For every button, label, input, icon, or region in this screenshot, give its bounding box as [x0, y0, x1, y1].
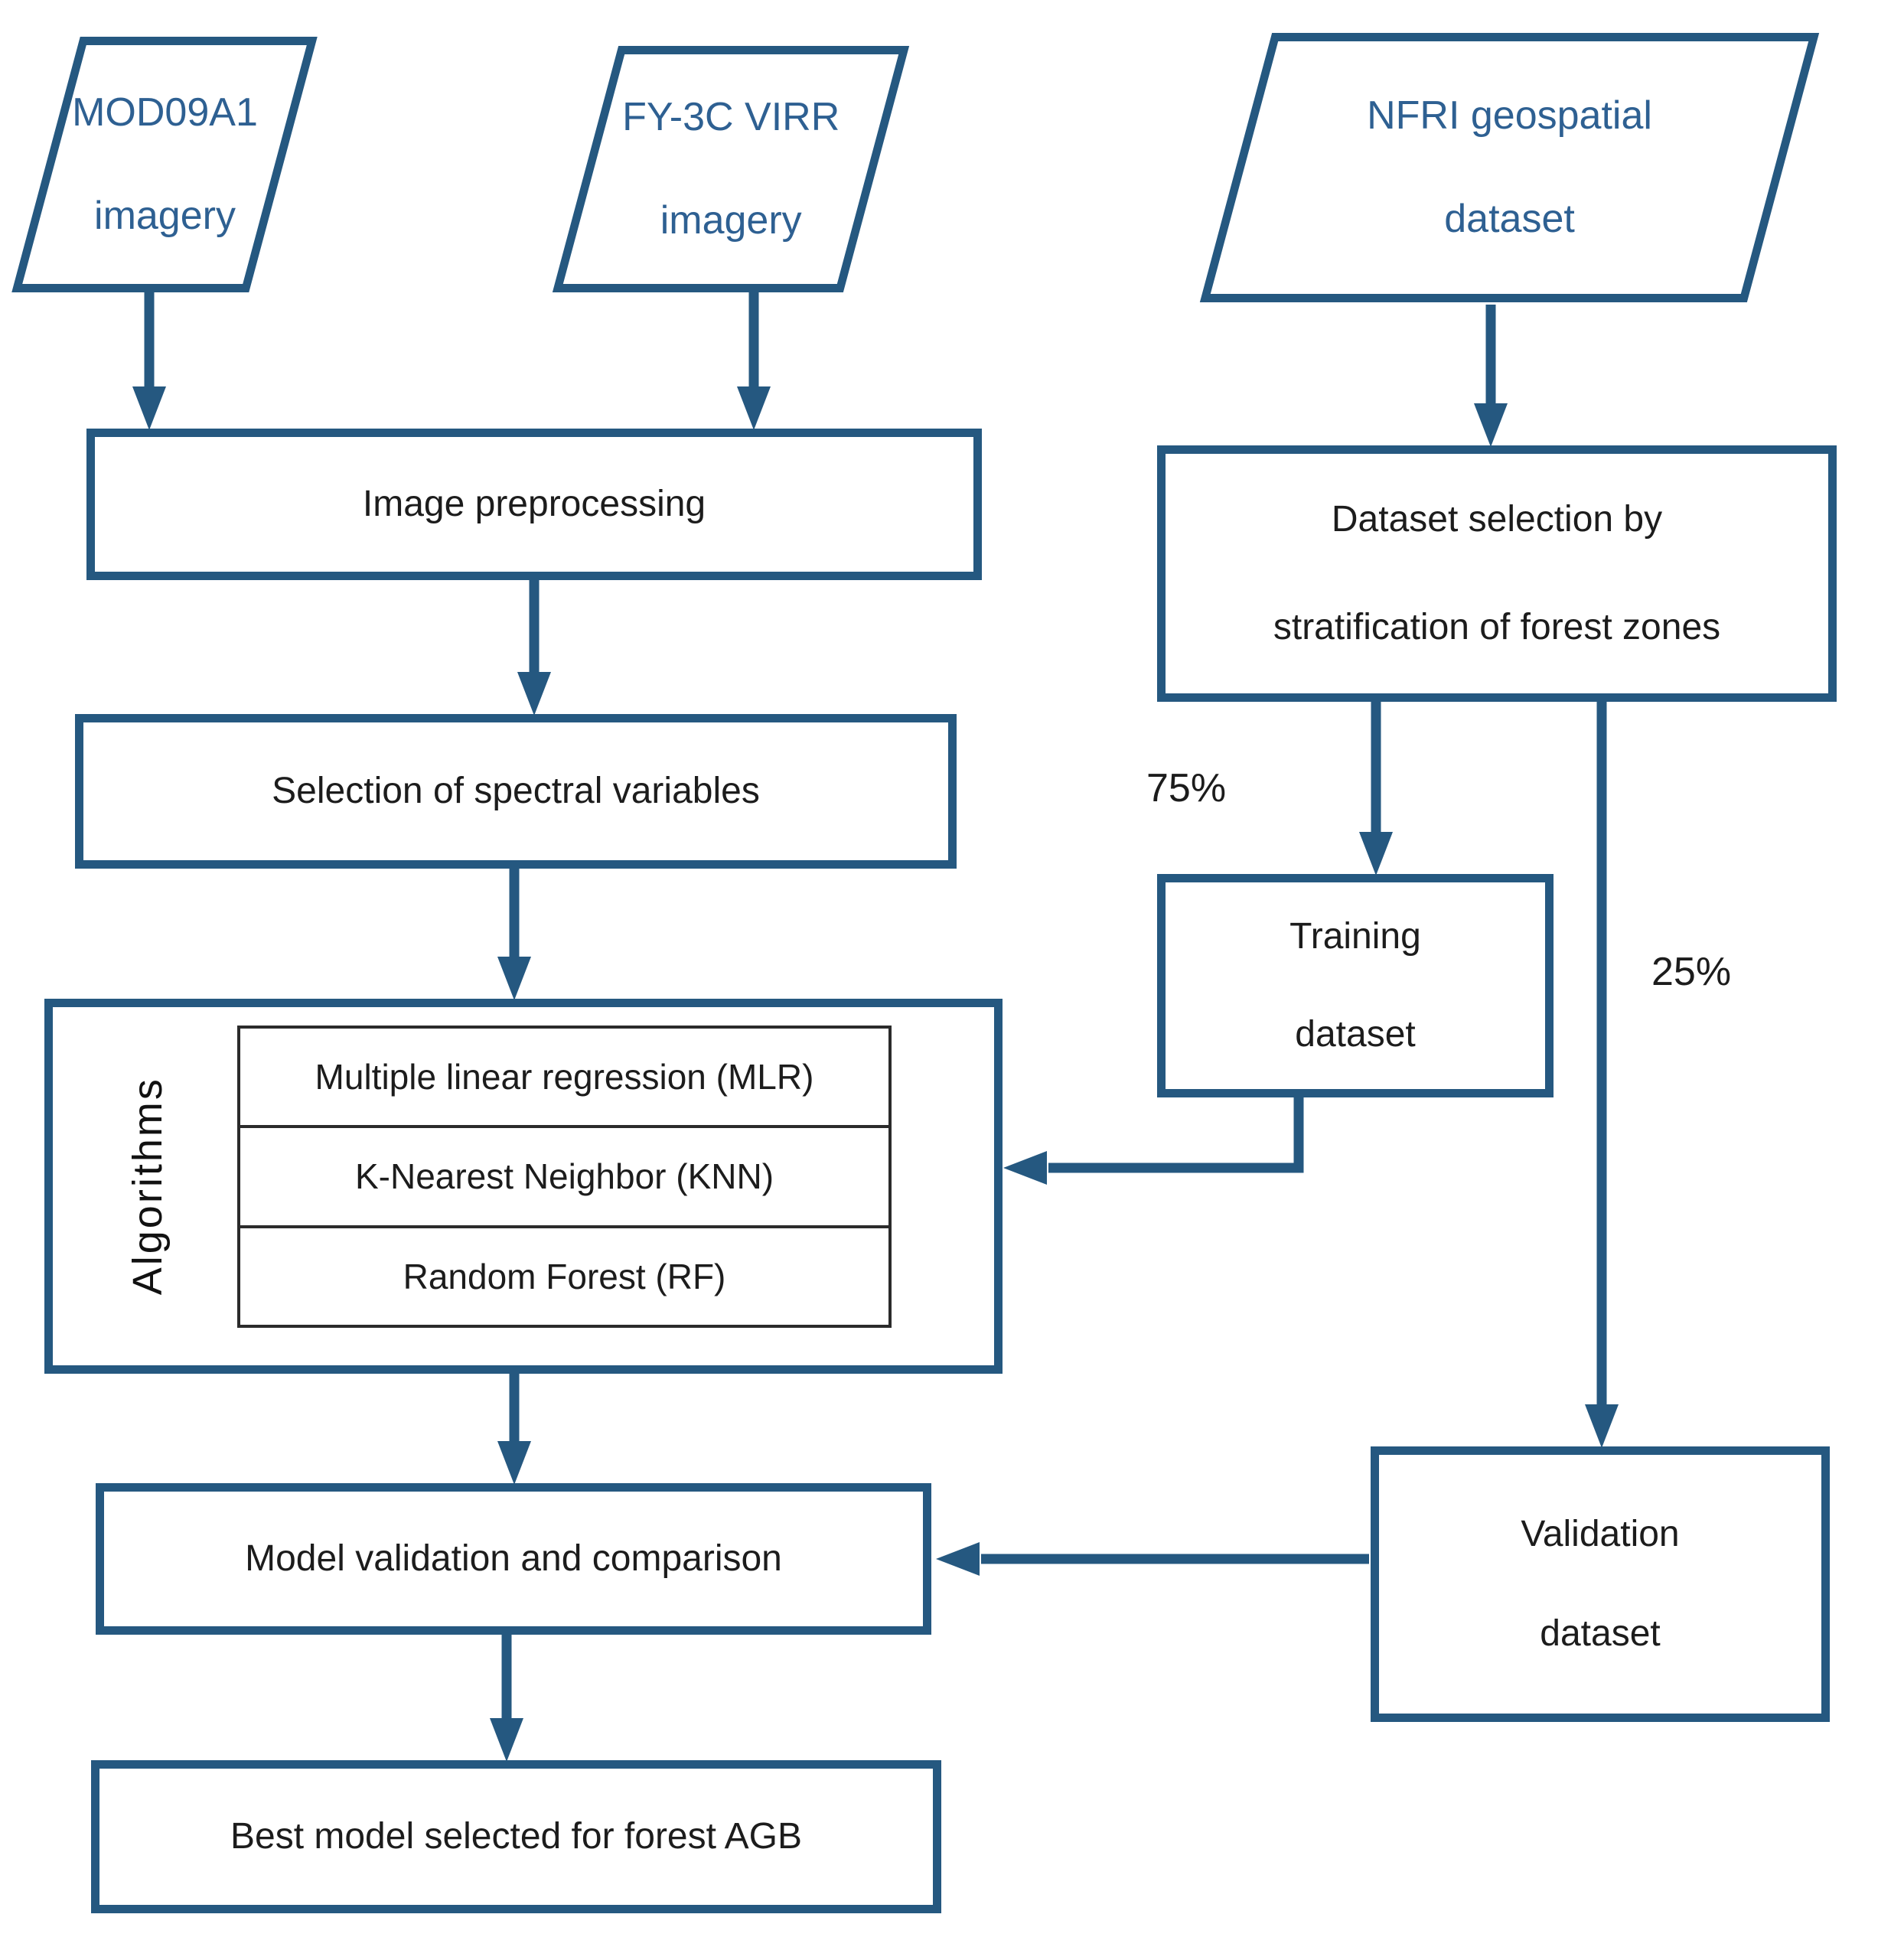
node-label-line: FY-3C VIRR [621, 95, 840, 140]
node-label: Image preprocessing [362, 483, 706, 524]
algorithms-group-label: Algorithms [125, 1077, 171, 1296]
node-label-line: Validation [1521, 1513, 1680, 1554]
node-label-line: NFRI geospatial [1367, 93, 1652, 139]
process-box-dataset-selection: Dataset selection by stratification of f… [1157, 445, 1837, 702]
algorithm-row-knn: K-Nearest Neighbor (KNN) [240, 1125, 888, 1224]
node-label-line: imagery [660, 198, 802, 243]
arrow-split-25-to-validation [1585, 700, 1619, 1448]
data-box-validation-dataset: Validation dataset [1371, 1446, 1830, 1722]
node-label-line: MOD09A1 [71, 90, 258, 135]
node-label-line: Training [1289, 915, 1421, 957]
node-label-line: dataset [1540, 1613, 1661, 1654]
split-label-75: 75% [1146, 766, 1227, 810]
algorithm-row-rf: Random Forest (RF) [240, 1224, 888, 1325]
arrow-mod09a1-to-preprocessing [132, 292, 166, 430]
node-label-line: Dataset selection by [1331, 498, 1663, 540]
node-label-line: dataset [1444, 197, 1575, 241]
arrow-fy3c-to-preprocessing [737, 292, 771, 430]
node-label: Best model selected for forest AGB [230, 1815, 803, 1857]
algorithm-label: Multiple linear regression (MLR) [315, 1056, 814, 1097]
process-box-spectral-selection: Selection of spectral variables [75, 714, 957, 869]
algorithms-group-box: Algorithms Multiple linear regression (M… [44, 999, 1003, 1374]
arrow-model-validation-to-best-model [490, 1632, 523, 1762]
process-box-model-validation: Model validation and comparison [96, 1483, 931, 1635]
node-label-line: imagery [93, 194, 236, 238]
arrow-split-75-to-training [1359, 700, 1393, 876]
split-label-25: 25% [1651, 950, 1732, 994]
data-box-training-dataset: Training dataset [1157, 874, 1554, 1097]
arrow-nfri-to-dataset-selection [1474, 305, 1508, 447]
arrow-preprocessing-to-spectral [517, 577, 551, 716]
arrow-training-to-algorithms [1003, 1094, 1304, 1185]
arrow-validation-to-model-validation [936, 1542, 1369, 1576]
arrow-spectral-to-algorithms [497, 866, 531, 1000]
arrow-algorithms-to-model-validation [497, 1371, 531, 1485]
algorithm-label: K-Nearest Neighbor (KNN) [354, 1156, 774, 1197]
node-label-line: dataset [1295, 1013, 1416, 1055]
process-box-image-preprocessing: Image preprocessing [86, 429, 982, 580]
algorithms-group-label-wrap: Algorithms [53, 1007, 244, 1365]
node-label: Model validation and comparison [245, 1538, 782, 1579]
output-box-best-model: Best model selected for forest AGB [91, 1760, 941, 1913]
node-label: Selection of spectral variables [272, 770, 760, 811]
node-label-line: stratification of forest zones [1273, 606, 1721, 647]
input-parallelogram-nfri: NFRI geospatial dataset [1199, 33, 1820, 302]
algorithm-row-mlr: Multiple linear regression (MLR) [240, 1029, 888, 1125]
algorithm-label: Random Forest (RF) [403, 1256, 726, 1296]
algorithms-table: Multiple linear regression (MLR) K-Neare… [237, 1026, 892, 1328]
